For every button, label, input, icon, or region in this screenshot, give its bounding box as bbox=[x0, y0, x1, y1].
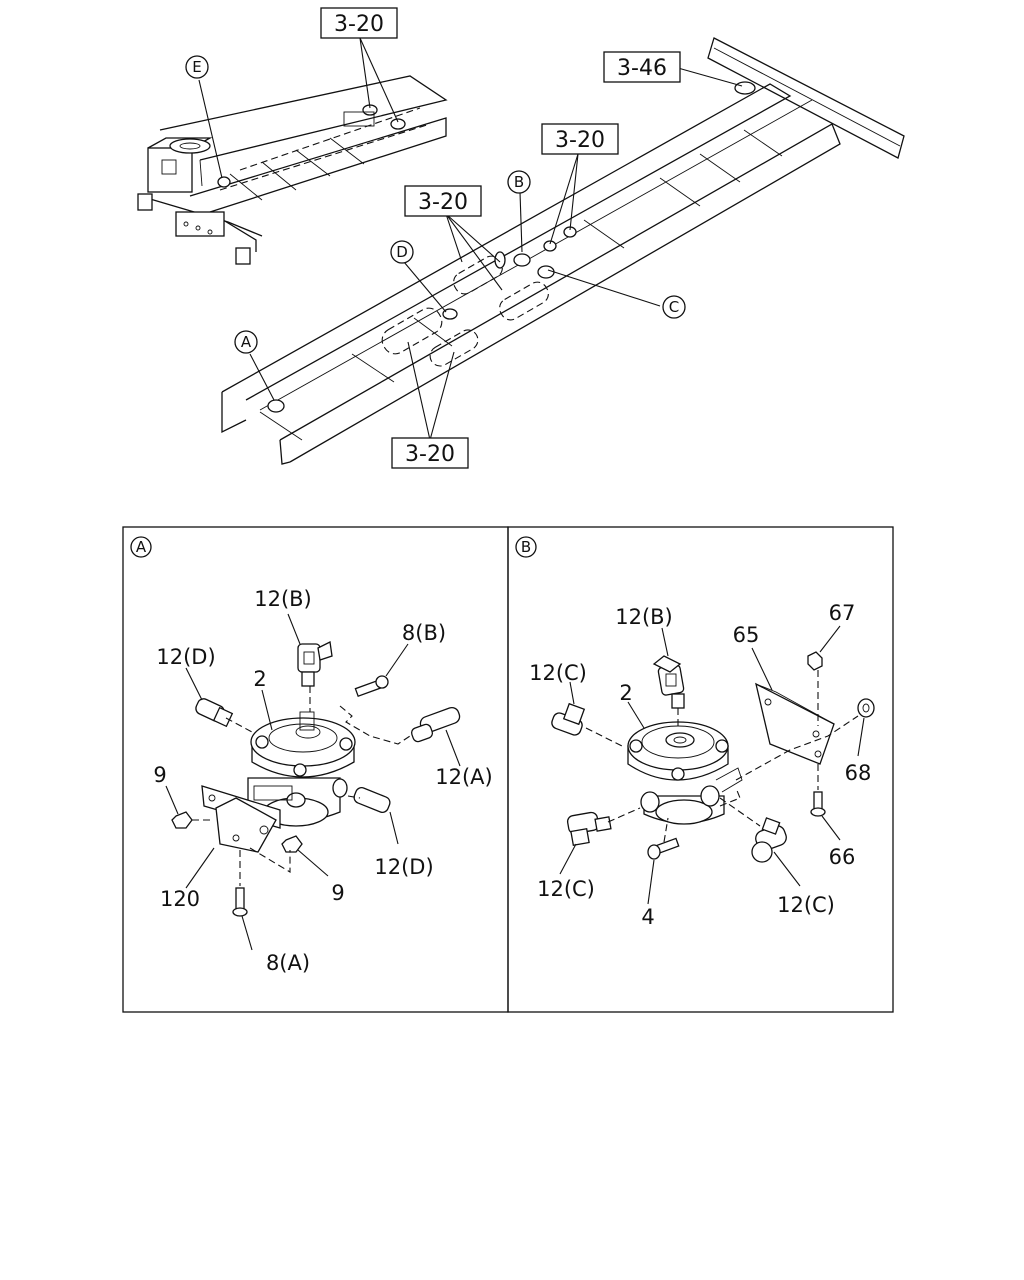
label-12d-bottom: 12(D) bbox=[374, 855, 433, 879]
reference-3-46: 3-46 bbox=[603, 51, 681, 83]
detail-panel-b-frame bbox=[507, 526, 894, 1013]
label-9-right: 9 bbox=[331, 881, 344, 905]
label-12c-right: 12(C) bbox=[777, 893, 835, 917]
nut-9-right bbox=[281, 835, 303, 853]
svg-text:3-20: 3-20 bbox=[334, 12, 384, 37]
reference-3-20-right: 3-20 bbox=[541, 123, 619, 155]
overview-leaders bbox=[198, 37, 743, 441]
label-2-b: 2 bbox=[619, 681, 632, 705]
bolt-66 bbox=[810, 791, 826, 817]
fitting-12d-top bbox=[195, 698, 234, 728]
label-12a: 12(A) bbox=[435, 765, 492, 789]
label-4: 4 bbox=[641, 905, 654, 929]
bracket-a bbox=[201, 785, 281, 853]
label-67: 67 bbox=[829, 601, 856, 625]
fitting-12c-right bbox=[751, 817, 787, 863]
svg-text:B: B bbox=[514, 173, 524, 191]
svg-text:3-46: 3-46 bbox=[617, 56, 667, 81]
label-12b-a: 12(B) bbox=[254, 587, 312, 611]
label-65: 65 bbox=[733, 623, 760, 647]
svg-text:3-20: 3-20 bbox=[405, 442, 455, 467]
svg-text:3-20: 3-20 bbox=[418, 190, 468, 215]
label-120: 120 bbox=[160, 887, 200, 911]
svg-text:3-20: 3-20 bbox=[555, 128, 605, 153]
label-68: 68 bbox=[845, 761, 872, 785]
reference-3-20-bottom: 3-20 bbox=[391, 437, 469, 469]
label-8b-a: 8(B) bbox=[402, 621, 446, 645]
svg-text:A: A bbox=[136, 538, 147, 556]
label-12c-left: 12(C) bbox=[537, 877, 595, 901]
nut-68 bbox=[857, 698, 875, 718]
fitting-12d-bottom bbox=[353, 787, 391, 813]
fitting-12b-b bbox=[652, 655, 685, 709]
fitting-12b-a bbox=[297, 641, 333, 687]
fitting-12c-left bbox=[566, 811, 612, 847]
label-9-left: 9 bbox=[153, 763, 166, 787]
relay-valve-b bbox=[627, 721, 743, 825]
svg-text:B: B bbox=[521, 538, 531, 556]
svg-text:A: A bbox=[241, 333, 252, 351]
fitting-12c-top bbox=[551, 702, 586, 736]
nut-67 bbox=[807, 651, 823, 671]
marker-e: E bbox=[185, 55, 209, 79]
bracket-65 bbox=[755, 682, 835, 765]
panel-b-title: B bbox=[515, 536, 537, 558]
label-12b-b: 12(B) bbox=[615, 605, 673, 629]
label-12d-top: 12(D) bbox=[156, 645, 215, 669]
label-12c-top: 12(C) bbox=[529, 661, 587, 685]
bolt-8a bbox=[232, 887, 248, 917]
fitting-12a bbox=[410, 706, 461, 743]
reference-3-20-middle: 3-20 bbox=[404, 185, 482, 217]
svg-text:D: D bbox=[396, 243, 408, 261]
label-2-a: 2 bbox=[253, 667, 266, 691]
label-8a: 8(A) bbox=[266, 951, 310, 975]
marker-d: D bbox=[390, 240, 414, 264]
marker-a: A bbox=[234, 330, 258, 354]
bolt-8b bbox=[354, 675, 389, 698]
label-66: 66 bbox=[829, 845, 856, 869]
nut-9-left bbox=[171, 811, 193, 829]
bolt-4 bbox=[647, 837, 680, 860]
svg-text:E: E bbox=[192, 58, 201, 76]
reference-3-20-top: 3-20 bbox=[320, 7, 398, 39]
rear-chassis-frame bbox=[221, 37, 905, 465]
marker-b: B bbox=[507, 170, 531, 194]
front-chassis-frame bbox=[137, 75, 448, 265]
panel-a-title: A bbox=[130, 536, 152, 558]
svg-text:C: C bbox=[669, 298, 679, 316]
marker-c: C bbox=[662, 295, 686, 319]
